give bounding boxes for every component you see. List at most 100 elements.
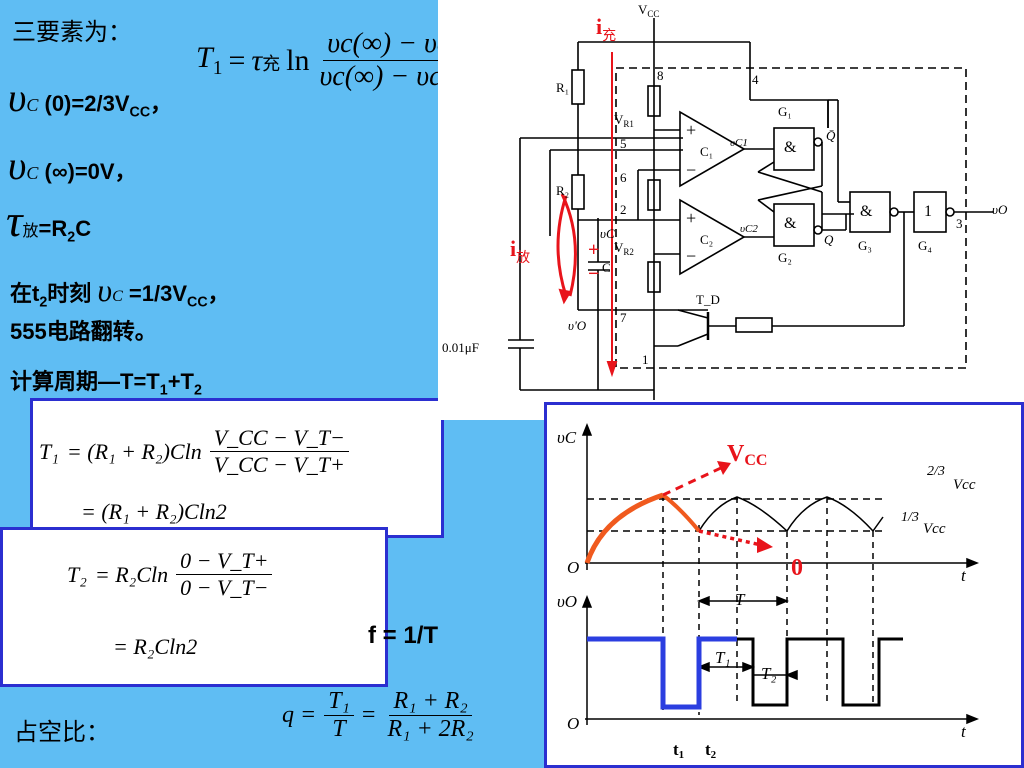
- vc-symbol: υ: [97, 272, 113, 308]
- vc-sub: C: [26, 95, 39, 115]
- zero-red-label: 0: [791, 555, 803, 581]
- vc-origin: O: [567, 558, 579, 577]
- period-text: 计算周期—T=T: [10, 369, 160, 394]
- at-t2-c: =1/3V: [128, 281, 188, 306]
- period-line: 计算周期—T=T1+T2: [10, 364, 202, 398]
- duty-num2: R₁ + R₂: [389, 688, 472, 716]
- c2-label: C₂: [700, 232, 713, 247]
- at-t2-line: 在t2时刻 υC =1/3VCC，: [10, 272, 230, 310]
- t1-instant: t1: [673, 740, 684, 761]
- at-t2-b: 时刻: [47, 281, 92, 306]
- vc-charge-curve: [584, 492, 664, 564]
- vo-label: υO: [992, 202, 1008, 217]
- period-label: T: [735, 590, 746, 609]
- equals: =: [228, 43, 246, 77]
- vc2-label: υC2: [740, 223, 758, 235]
- q-label: Q: [824, 232, 834, 247]
- vcc-label: VCC: [638, 2, 659, 19]
- tau-symbol: τ: [6, 195, 23, 246]
- zero-asymptote-arrow: [698, 529, 762, 547]
- g3-and: &: [860, 203, 873, 220]
- duty-den2: R₁ + 2R₂: [387, 716, 474, 742]
- tau-sub: 放: [22, 223, 39, 240]
- c1-plus: +: [686, 120, 696, 140]
- t2-instant: t2: [705, 740, 717, 761]
- waveform-box: υC υO O O t t 2/3 Vcc 1/3 Vcc T T₁ T₂ VC…: [544, 402, 1024, 768]
- t-sub: 1: [212, 58, 223, 79]
- t2-fraction: 0 − V_T+ 0 − V_T−: [176, 548, 273, 601]
- vc0-text: (0)=2/3V: [44, 91, 130, 116]
- t2-num: 0 − V_T+: [176, 548, 273, 575]
- vcc-asymptote-arrow: [662, 465, 724, 497]
- circuit-diagram: VCC R₁ R₂ VR1 VR2 υC υ'O 0.01μF C 8 4 5 …: [442, 2, 1008, 400]
- t1-label: T₁: [715, 648, 730, 667]
- c1-label: C₁: [700, 144, 713, 159]
- t1-num: V_CC − V_T−: [209, 425, 349, 452]
- c2-plus: +: [686, 208, 696, 228]
- vc-sub: C: [112, 288, 123, 305]
- at-t2-sub2: CC: [187, 294, 208, 311]
- r1-resistor: [571, 69, 585, 105]
- c-label: C: [602, 260, 611, 275]
- duty-label: 占空比：: [14, 719, 110, 746]
- at-t2-sub: 2: [39, 294, 48, 311]
- vo-prime-label: υ'O: [568, 318, 587, 333]
- vr2-label: VR2: [614, 240, 634, 257]
- pin7: 7: [620, 310, 627, 325]
- tau-text: =R: [38, 216, 68, 241]
- vc-discharge-curve: [661, 493, 701, 533]
- pin3: 3: [956, 216, 963, 231]
- g4-one: 1: [924, 203, 932, 220]
- r1-label: R₁: [556, 80, 569, 95]
- period-plus: +T: [167, 369, 194, 394]
- flip-text: 555电路翻转。: [10, 319, 157, 344]
- vr1-label: VR1: [614, 112, 634, 129]
- two-third-vcc: Vcc: [953, 477, 976, 493]
- t1-line1: = (R₁ + R₂)Cln: [66, 438, 202, 464]
- vc1-label: υC1: [730, 137, 748, 149]
- tau-sub2: 2: [67, 229, 76, 246]
- g3-label: G₃: [858, 238, 872, 253]
- vc0-tail: ，: [150, 91, 173, 116]
- vc-node-label: υC: [600, 226, 615, 241]
- qbar-label: Q̄: [826, 128, 836, 143]
- ln: ln: [286, 43, 310, 77]
- vo-origin: O: [567, 714, 579, 733]
- pin2: 2: [620, 202, 627, 217]
- t2-label: T₂: [761, 664, 776, 683]
- one-third-label: 1/3: [901, 510, 919, 525]
- two-third-label: 2/3: [927, 464, 945, 479]
- i-discharge-label: i放: [510, 236, 530, 266]
- circuit-panel: VCC R₁ R₂ VR1 VR2 υC υ'O 0.01μF C 8 4 5 …: [438, 0, 1024, 420]
- gate-g1: [773, 127, 815, 171]
- pin1: 1: [642, 352, 649, 367]
- tau-tail: C: [75, 216, 92, 241]
- tau-symbol: τ: [251, 43, 263, 77]
- frequency-text: f = 1/T: [368, 622, 439, 649]
- duty-eq: =: [361, 702, 376, 728]
- duty-den1: T: [332, 716, 346, 742]
- three-factors-label: 三要素为：: [12, 19, 132, 46]
- t2-den: 0 − V_T−: [180, 575, 269, 600]
- comparator-c1: [679, 110, 746, 188]
- period-sub2: 2: [193, 382, 202, 399]
- vc-symbol: υ: [8, 75, 27, 120]
- t-symbol: T: [196, 41, 213, 74]
- t2-line1: = R₂Cln: [94, 561, 169, 587]
- duty-q: q =: [282, 702, 317, 728]
- vo-t-label: t: [961, 722, 967, 741]
- vo-axis-label: υO: [557, 592, 577, 611]
- vcc-red-label: VCC: [727, 441, 767, 469]
- t2-line2: = R₂Cln2: [113, 634, 198, 659]
- cap-minus: −: [588, 263, 599, 285]
- vc-waveform: [698, 496, 884, 533]
- vc-axis-label: υC: [557, 428, 577, 447]
- vo-waveform: [737, 637, 903, 707]
- vo-highlight: [587, 636, 737, 710]
- r2-resistor: [571, 174, 585, 210]
- tau-line: τ放=R2C: [6, 194, 91, 247]
- duty-num1: T₁: [324, 688, 354, 716]
- gate-g2: [773, 203, 815, 247]
